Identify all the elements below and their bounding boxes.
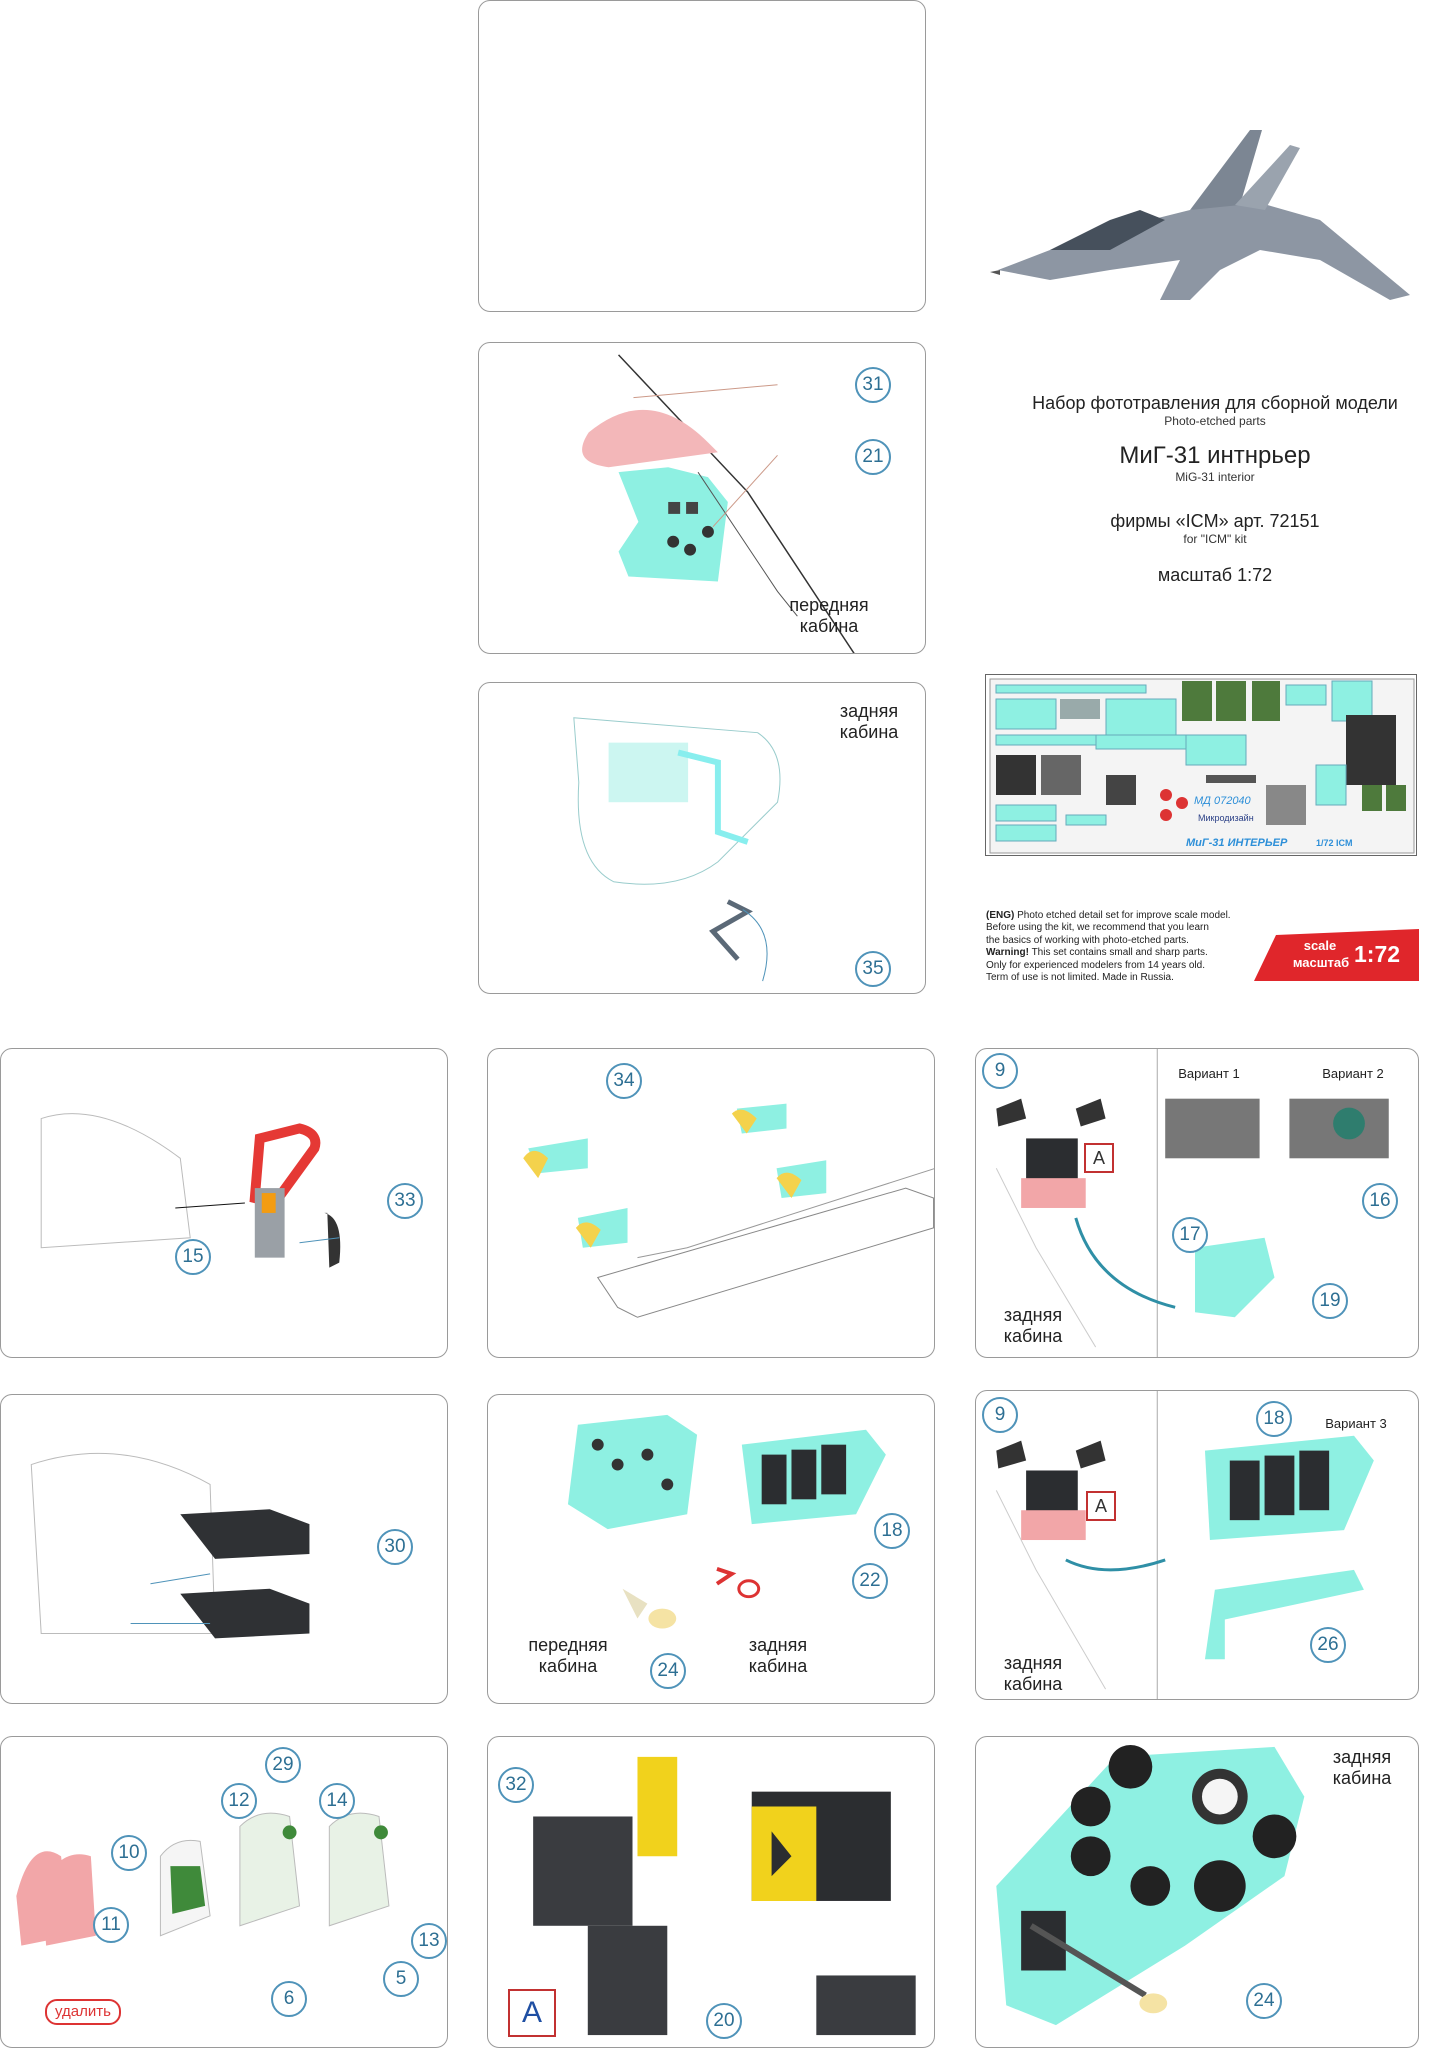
- fret-name: МиГ-31 ИНТЕРЬЕР: [1186, 837, 1288, 849]
- warning-label: Warning!: [986, 947, 1029, 959]
- callout-29: 29: [265, 1747, 301, 1783]
- panel-seat-headrest: 33 15: [0, 1048, 448, 1358]
- callout-26: 26: [1310, 1627, 1346, 1663]
- box-a-large: A: [508, 1989, 556, 2037]
- panel-floor-plates: 30: [0, 1394, 448, 1704]
- callout-17: 17: [1172, 1217, 1208, 1253]
- callout-12: 12: [221, 1783, 257, 1819]
- fret-brand: Микродизайн: [1198, 813, 1254, 823]
- callout-24-rear: 24: [1246, 1983, 1282, 2019]
- callout-14: 14: [319, 1783, 355, 1819]
- header-block: Набор фототравления для сборной модели P…: [985, 392, 1439, 586]
- callout-9-top: 9: [982, 1053, 1018, 1089]
- fret-scale: 1/72 ICM: [1316, 838, 1353, 848]
- callout-30: 30: [377, 1529, 413, 1565]
- callout-18-rear: 18: [1256, 1401, 1292, 1437]
- eng-tag: (ENG): [986, 910, 1015, 921]
- model-name-ru: МиГ-31 интнрьер: [1119, 442, 1311, 469]
- callout-13: 13: [411, 1923, 447, 1959]
- callout-19: 19: [1312, 1283, 1348, 1319]
- kit-title-ru: Набор фототравления для сборной модели: [1032, 393, 1398, 413]
- scale-badge: scale масштаб 1:72: [1254, 929, 1419, 981]
- callout-24-front: 24: [650, 1653, 686, 1689]
- callout-6: 6: [271, 1981, 307, 2017]
- callout-5: 5: [383, 1961, 419, 1997]
- panel-ejection-seats: 29 12 14 10 11 6 5 13 удалить: [0, 1736, 448, 2048]
- firm-en: for "ICM" kit: [1183, 532, 1247, 546]
- panel-side-consoles: 34: [487, 1048, 935, 1358]
- callout-32: 32: [498, 1767, 534, 1803]
- callout-15: 15: [175, 1239, 211, 1275]
- aircraft-image: [990, 130, 1410, 300]
- model-name-en: MiG-31 interior: [1175, 470, 1255, 484]
- callout-31: 31: [855, 367, 891, 403]
- english-note: (ENG) Photo etched detail set for improv…: [986, 910, 1231, 984]
- box-a-marker: A: [1084, 1143, 1114, 1173]
- variant1-label: Вариант 1: [1178, 1066, 1240, 1081]
- variant3-label: Вариант 3: [1325, 1416, 1387, 1431]
- callout-35: 35: [855, 951, 891, 987]
- badge-scale-value: 1:72: [1354, 941, 1401, 967]
- callout-16: 16: [1362, 1183, 1398, 1219]
- fret-code: МД 072040: [1194, 795, 1251, 807]
- callout-10: 10: [111, 1835, 147, 1871]
- firm-ru: фирмы «ICM» арт. 72151: [1110, 511, 1320, 531]
- badge-scale-ru: масштаб: [1292, 955, 1350, 970]
- callout-21: 21: [855, 439, 891, 475]
- badge-scale-en: scale: [1303, 938, 1337, 953]
- panel-instrument-box: 32 A 20: [487, 1736, 935, 2048]
- photo-etch-fret: МД 072040 Микродизайн МиГ-31 ИНТЕРЬЕР 1/…: [985, 674, 1417, 856]
- blank-panel: [478, 0, 926, 312]
- callout-33: 33: [387, 1183, 423, 1219]
- scale-ru: масштаб 1:72: [1157, 565, 1273, 585]
- callout-34: 34: [606, 1063, 642, 1099]
- callout-20: 20: [706, 2003, 742, 2039]
- callout-9-bottom: 9: [982, 1397, 1018, 1433]
- callout-18-front: 18: [874, 1513, 910, 1549]
- kit-title-en: Photo-etched parts: [1164, 414, 1266, 428]
- callout-22: 22: [852, 1563, 888, 1599]
- box-a-marker-2: A: [1086, 1491, 1116, 1521]
- callout-11: 11: [93, 1907, 129, 1943]
- variant2-label: Вариант 2: [1322, 1066, 1384, 1081]
- remove-label: удалить: [45, 1999, 121, 2025]
